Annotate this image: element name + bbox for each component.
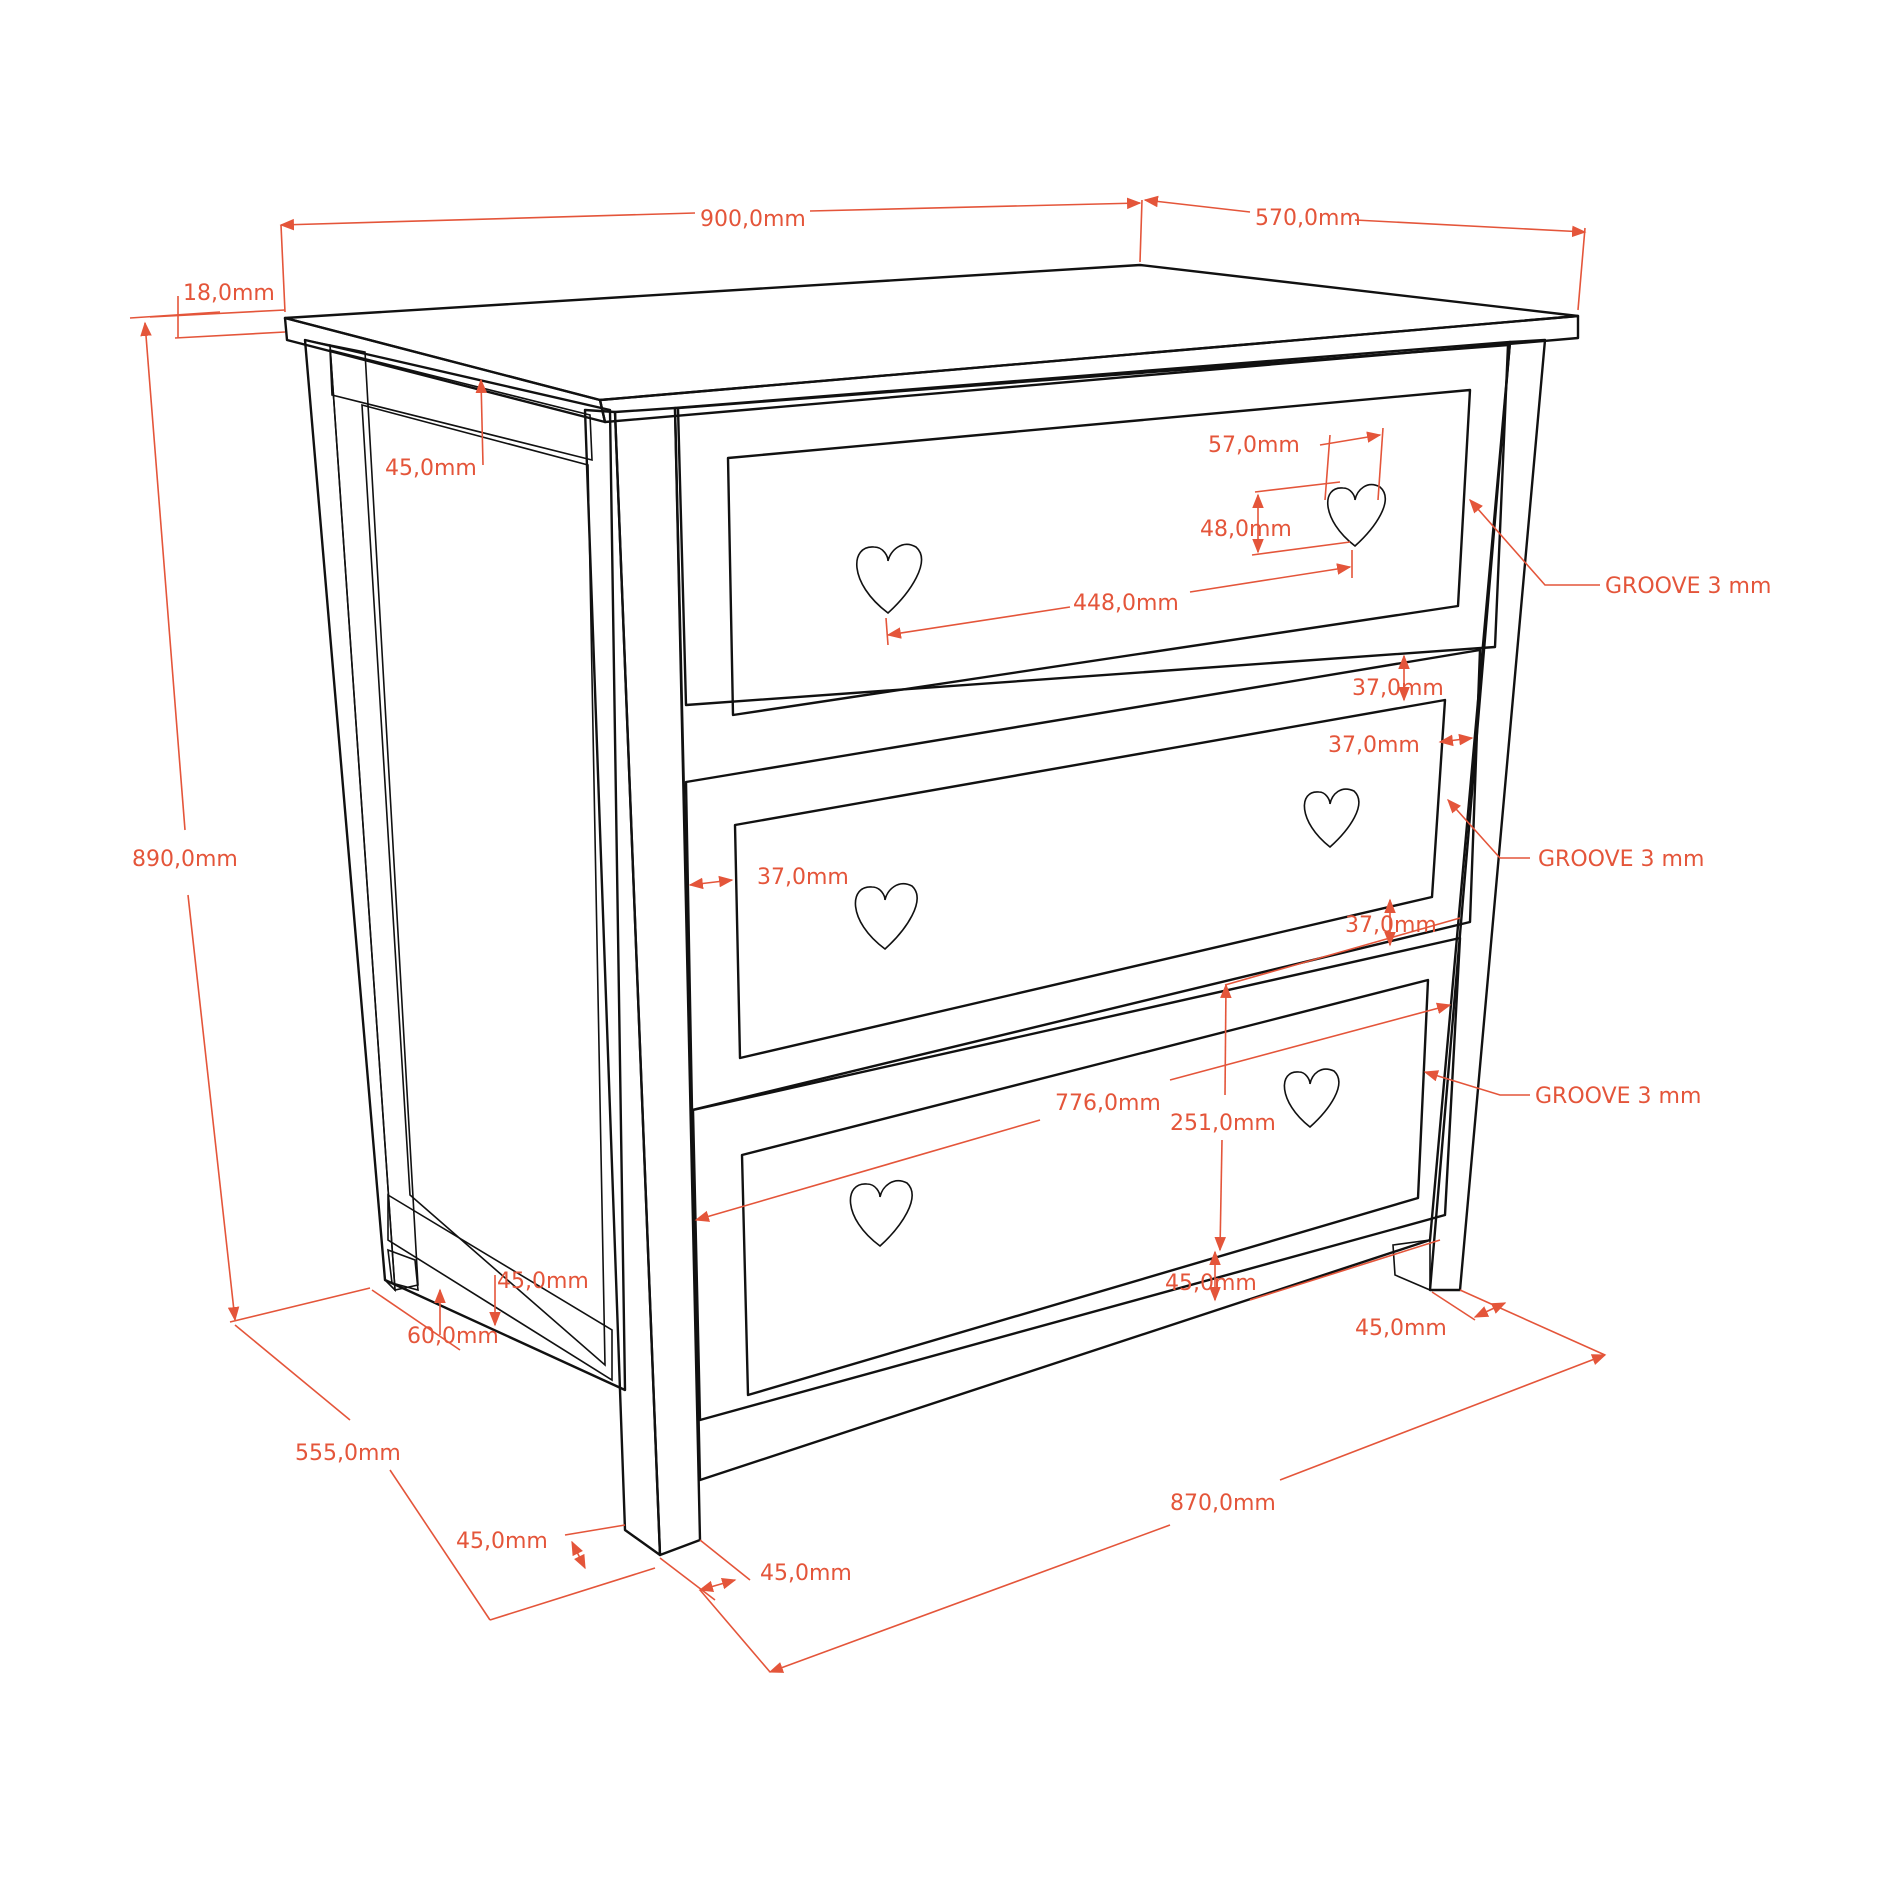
heart-handle-1-right[interactable] xyxy=(1327,483,1386,548)
dim-drawer-front-height: 251,0mm xyxy=(1170,1111,1276,1136)
dim-handle-spacing: 448,0mm xyxy=(1073,591,1179,616)
heart-handle-1-left[interactable] xyxy=(855,543,923,615)
drawer-2-front[interactable] xyxy=(684,648,1482,1112)
groove-note-1: GROOVE 3 mm xyxy=(1605,574,1771,599)
drawer-3-front[interactable] xyxy=(691,936,1462,1422)
dim-handle-width: 57,0mm xyxy=(1208,433,1300,458)
dim-overall-height: 890,0mm xyxy=(132,847,238,872)
dim-overall-width: 900,0mm xyxy=(700,207,806,232)
drawer-2-panel xyxy=(733,698,1447,1060)
heart-handle-2-right[interactable] xyxy=(1303,788,1360,849)
drawer-1-panel xyxy=(726,388,1472,717)
dim-base-width: 870,0mm xyxy=(1170,1491,1276,1516)
heart-icon xyxy=(855,543,923,615)
heart-handle-2-left[interactable] xyxy=(854,883,918,951)
dim-bottom-rail: 45,0mm xyxy=(1165,1271,1257,1296)
heart-icon xyxy=(1327,483,1386,548)
drawer-2[interactable] xyxy=(684,648,1482,1112)
dim-side-bottom-rail: 45,0mm xyxy=(497,1269,589,1294)
top-side-edge xyxy=(283,316,607,424)
heart-icon xyxy=(1303,788,1360,849)
heart-icon xyxy=(854,883,918,951)
groove-note-2: GROOVE 3 mm xyxy=(1538,847,1704,872)
heart-handles xyxy=(849,483,1386,1248)
front-right-leg-inner xyxy=(1392,1239,1431,1292)
heart-icon xyxy=(1283,1068,1340,1129)
side-bottom-rail xyxy=(387,1193,613,1382)
heart-handle-3-left[interactable] xyxy=(849,1180,913,1248)
drawer-3-panel xyxy=(740,978,1430,1397)
back-leg-foot xyxy=(387,1248,419,1292)
dim-leg-depth-left: 45,0mm xyxy=(456,1529,548,1554)
dim-top-thickness: 18,0mm xyxy=(183,281,275,306)
back-left-leg xyxy=(304,339,396,1293)
dim-drawer-gap-side-right: 37,0mm xyxy=(1328,733,1420,758)
heart-handle-3-right[interactable] xyxy=(1283,1068,1340,1129)
front-right-leg xyxy=(1428,338,1547,1292)
side-inner-panel xyxy=(361,403,606,1367)
dim-top-depth: 570,0mm xyxy=(1255,206,1361,231)
dim-base-depth: 555,0mm xyxy=(295,1441,401,1466)
dim-leg-width-front: 45,0mm xyxy=(760,1561,852,1586)
dim-leg-width-right: 45,0mm xyxy=(1355,1316,1447,1341)
drawer-1-front[interactable] xyxy=(676,343,1510,707)
front-frame xyxy=(673,340,1512,1482)
dim-drawer-gap-middle: 37,0mm xyxy=(1345,913,1437,938)
dim-drawer-gap-top: 37,0mm xyxy=(1352,676,1444,701)
dim-side-top-rail: 45,0mm xyxy=(385,456,477,481)
side-top-rail xyxy=(329,348,593,462)
dim-side-bottom-offset: 60,0mm xyxy=(407,1324,499,1349)
chest-body xyxy=(283,263,1580,1557)
groove-note-3: GROOVE 3 mm xyxy=(1535,1084,1701,1109)
drawer-3[interactable] xyxy=(691,936,1462,1422)
dimension-lines xyxy=(129,195,1607,1673)
dim-drawer-front-width: 776,0mm xyxy=(1055,1091,1161,1116)
heart-icon xyxy=(849,1180,913,1248)
top-front-edge xyxy=(598,314,1580,424)
dimension-labels: 900,0mm 570,0mm 18,0mm 890,0mm 45,0mm 57… xyxy=(132,206,1771,1586)
drawer-1[interactable] xyxy=(676,343,1510,717)
side-panel xyxy=(303,338,627,1392)
dim-drawer-gap-side-left: 37,0mm xyxy=(757,865,849,890)
dim-handle-height: 48,0mm xyxy=(1200,517,1292,542)
